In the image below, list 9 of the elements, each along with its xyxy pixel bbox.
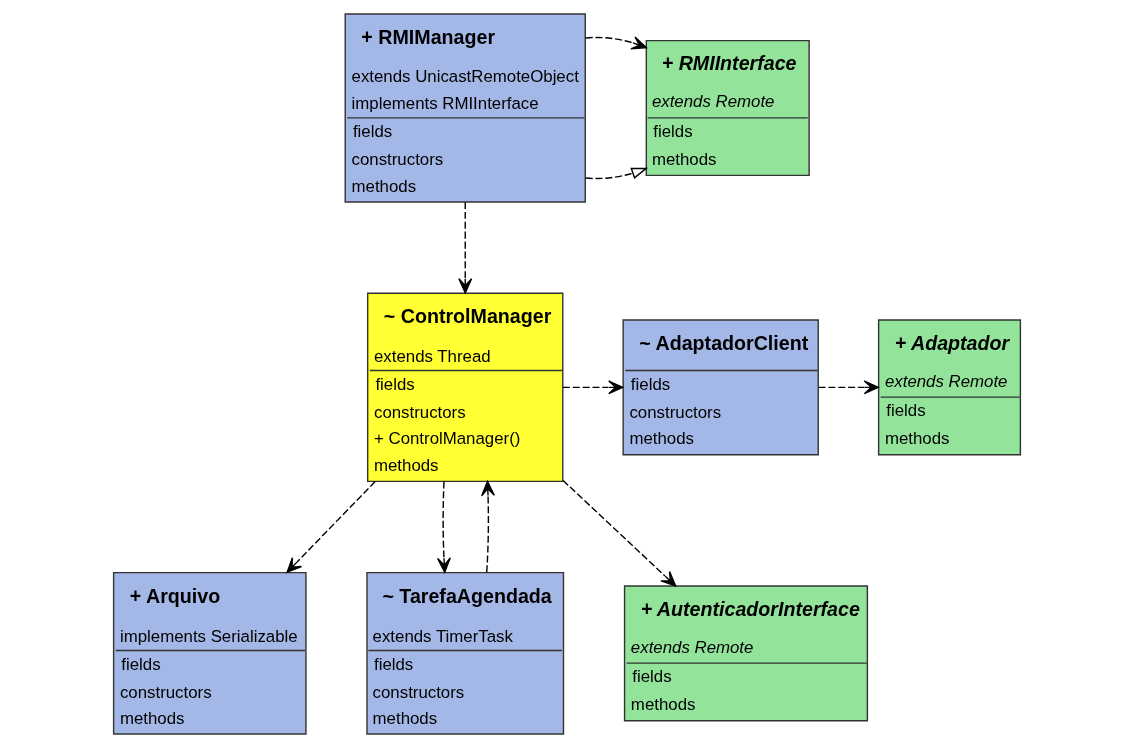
arrow xyxy=(562,479,677,587)
arrow xyxy=(585,167,649,180)
arrow xyxy=(585,36,647,50)
arrow xyxy=(458,201,473,294)
arrow xyxy=(286,480,376,573)
arrow xyxy=(817,380,880,395)
arrow xyxy=(436,480,451,573)
arrow xyxy=(562,380,624,395)
arrow xyxy=(481,480,496,573)
